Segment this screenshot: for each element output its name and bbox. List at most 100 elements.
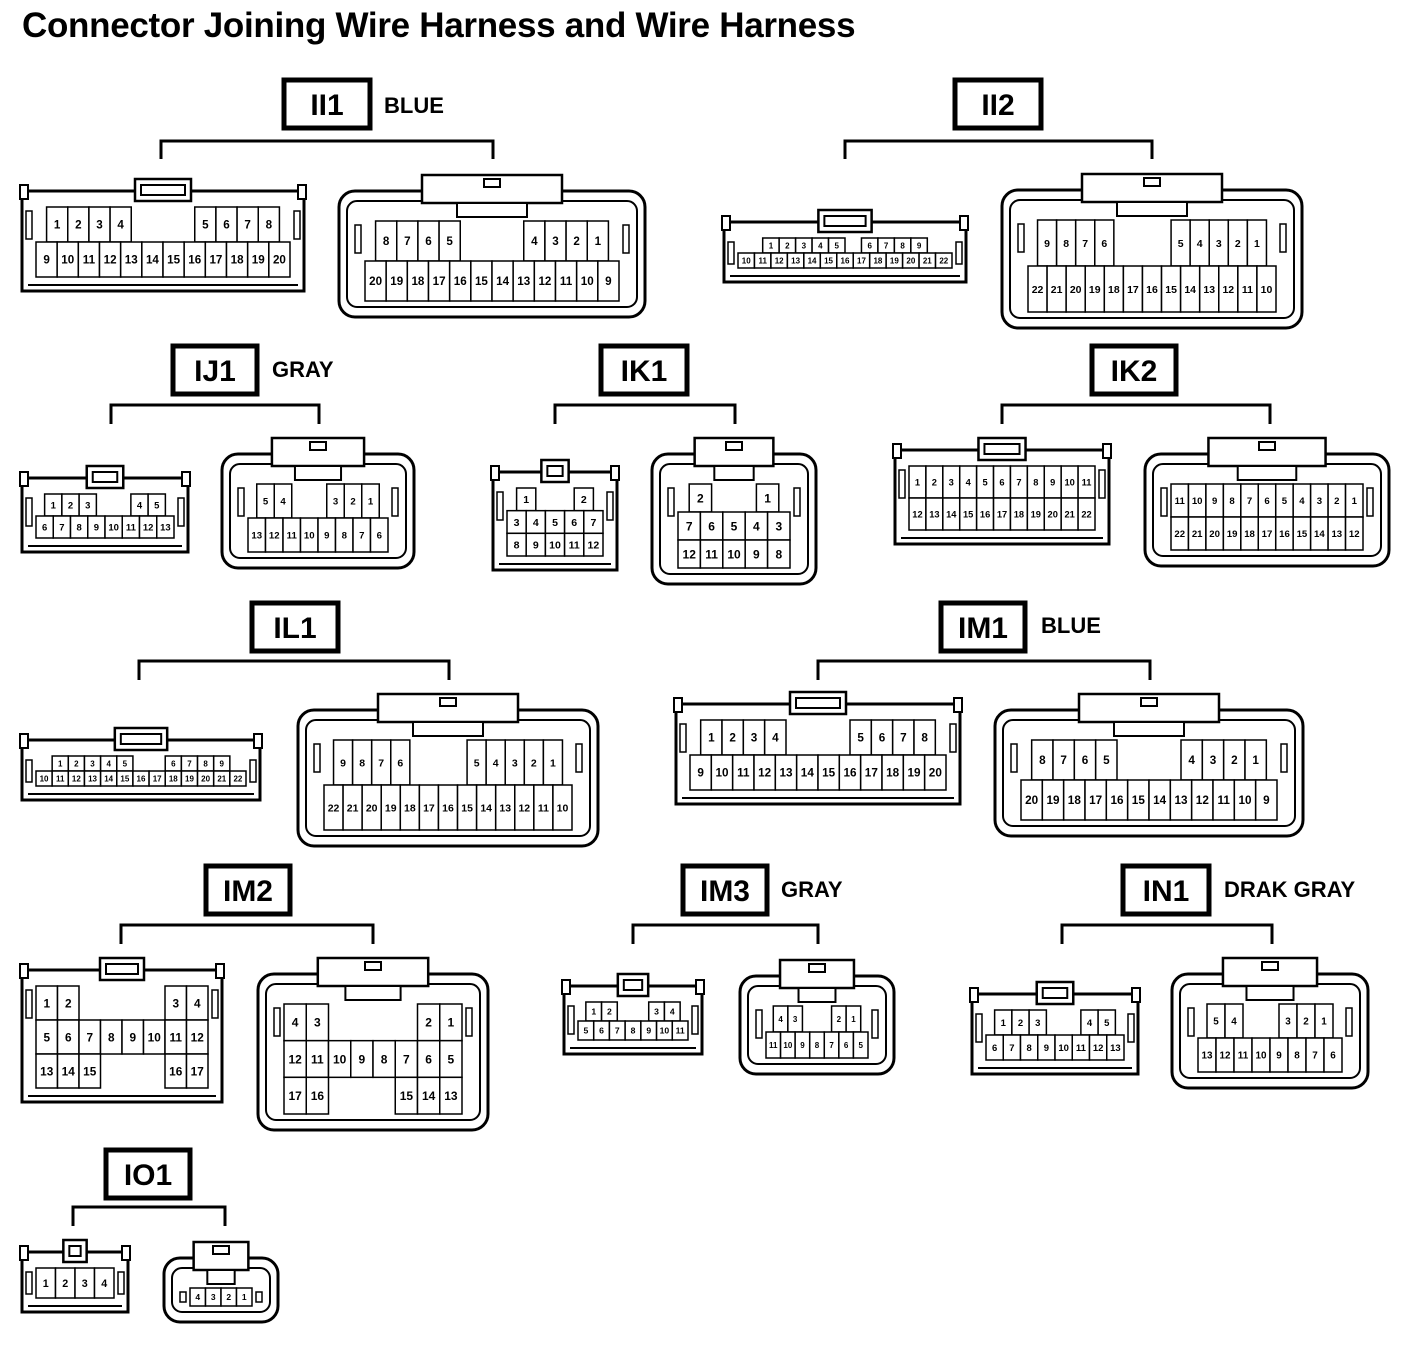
- pin-number: 16: [1279, 529, 1290, 540]
- connector-code-box: [103, 1147, 193, 1201]
- pin-number: 16: [169, 1064, 183, 1078]
- pin-number: 6: [599, 1026, 604, 1036]
- pin-number: 3: [333, 496, 338, 507]
- pairing-bracket: [553, 403, 737, 424]
- pin-cavity: [93, 1267, 115, 1299]
- pin-number: 21: [217, 774, 226, 783]
- housing-latch: [953, 697, 963, 713]
- lock-guide: [1113, 721, 1185, 737]
- pin-number: 11: [170, 1030, 183, 1044]
- connector-code: IM2: [223, 875, 273, 908]
- pin-number: 2: [607, 1007, 612, 1017]
- pin-number: 15: [475, 275, 488, 288]
- connector-code: IK1: [621, 355, 668, 388]
- pin-number: 8: [514, 539, 520, 551]
- pin-number: 10: [108, 522, 119, 533]
- lock-hood-notch: [439, 697, 457, 707]
- pin-number: 6: [1101, 239, 1107, 250]
- pin-cavity: [671, 1020, 689, 1041]
- lock-guide: [456, 202, 528, 218]
- pin-number: 5: [446, 235, 453, 248]
- pin-number: 6: [867, 241, 872, 250]
- pin-number: 6: [397, 758, 403, 769]
- pin-number: 18: [231, 254, 244, 267]
- housing-latch: [19, 1245, 29, 1261]
- pin-number: 4: [280, 496, 286, 507]
- pin-number: 13: [125, 254, 138, 267]
- pin-number: 11: [1217, 794, 1230, 807]
- pin-number: 11: [560, 275, 573, 288]
- guide-slot: [567, 1005, 575, 1035]
- pin-number: 10: [715, 767, 729, 780]
- lock-tab-slot: [68, 1245, 82, 1257]
- pin-number: 4: [195, 1292, 200, 1302]
- pin-number: 13: [1202, 1051, 1213, 1062]
- pin-number: 4: [670, 1007, 675, 1017]
- pin-number: 5: [552, 517, 558, 529]
- pin-number: 3: [82, 1278, 88, 1290]
- pin-number: 22: [233, 774, 242, 783]
- lock-tab-slot: [546, 465, 564, 477]
- pin-cavity: [1323, 1037, 1343, 1073]
- pin-cavity: [583, 532, 604, 557]
- pin-number: 1: [595, 235, 602, 248]
- pin-number: 2: [1235, 239, 1241, 250]
- wire-color-label: GRAY: [272, 357, 334, 382]
- pin-number: 6: [1330, 1051, 1336, 1062]
- pin-number: 7: [359, 530, 364, 541]
- housing-latch: [673, 697, 683, 713]
- pin-number: 3: [1317, 496, 1322, 507]
- pin-number: 4: [194, 996, 201, 1010]
- pin-number: 4: [1231, 1017, 1237, 1028]
- pin-number: 10: [61, 254, 74, 267]
- pin-number: 22: [1032, 285, 1044, 296]
- pin-number: 9: [753, 547, 760, 561]
- lock-guide: [1245, 985, 1295, 1001]
- pin-number: 9: [1212, 496, 1217, 507]
- pin-number: 1: [51, 500, 56, 511]
- guide-slot: [255, 1291, 263, 1303]
- pin-number: 11: [569, 539, 580, 551]
- pin-number: 7: [404, 235, 410, 248]
- pin-number: 3: [654, 1007, 659, 1017]
- pin-number: 6: [377, 530, 382, 541]
- pin-number: 11: [1076, 1043, 1086, 1054]
- pin-cavity: [78, 1053, 102, 1089]
- guide-slot: [667, 487, 675, 517]
- pin-number: 17: [1262, 529, 1273, 540]
- pin-cavity: [305, 1076, 330, 1115]
- pin-number: 1: [591, 1007, 596, 1017]
- pin-number: 14: [808, 256, 817, 265]
- pin-number: 1: [242, 1292, 247, 1302]
- pin-number: 12: [1196, 794, 1210, 807]
- pin-number: 11: [769, 1041, 778, 1050]
- pin-number: 9: [697, 767, 704, 780]
- pin-number: 1: [915, 477, 920, 487]
- pin-number: 7: [1312, 1051, 1318, 1062]
- guide-slot: [679, 723, 687, 753]
- pin-number: 7: [900, 732, 907, 745]
- pin-number: 18: [873, 256, 882, 265]
- pin-number: 5: [474, 758, 480, 769]
- pin-number: 8: [203, 759, 208, 768]
- connector-code: IM3: [700, 875, 750, 908]
- pin-cavity: [268, 241, 291, 278]
- pin-number: 3: [96, 219, 103, 232]
- pin-number: 12: [1222, 285, 1234, 296]
- pin-number: 4: [531, 235, 538, 248]
- pin-number: 6: [844, 1041, 849, 1050]
- pin-number: 13: [88, 774, 97, 783]
- guide-slot: [25, 497, 33, 527]
- pin-number: 2: [68, 500, 73, 511]
- housing-latch: [695, 979, 705, 995]
- pin-number: 19: [385, 803, 397, 814]
- pin-number: 4: [106, 759, 111, 768]
- pin-number: 3: [1285, 1017, 1291, 1028]
- pin-number: 8: [383, 235, 390, 248]
